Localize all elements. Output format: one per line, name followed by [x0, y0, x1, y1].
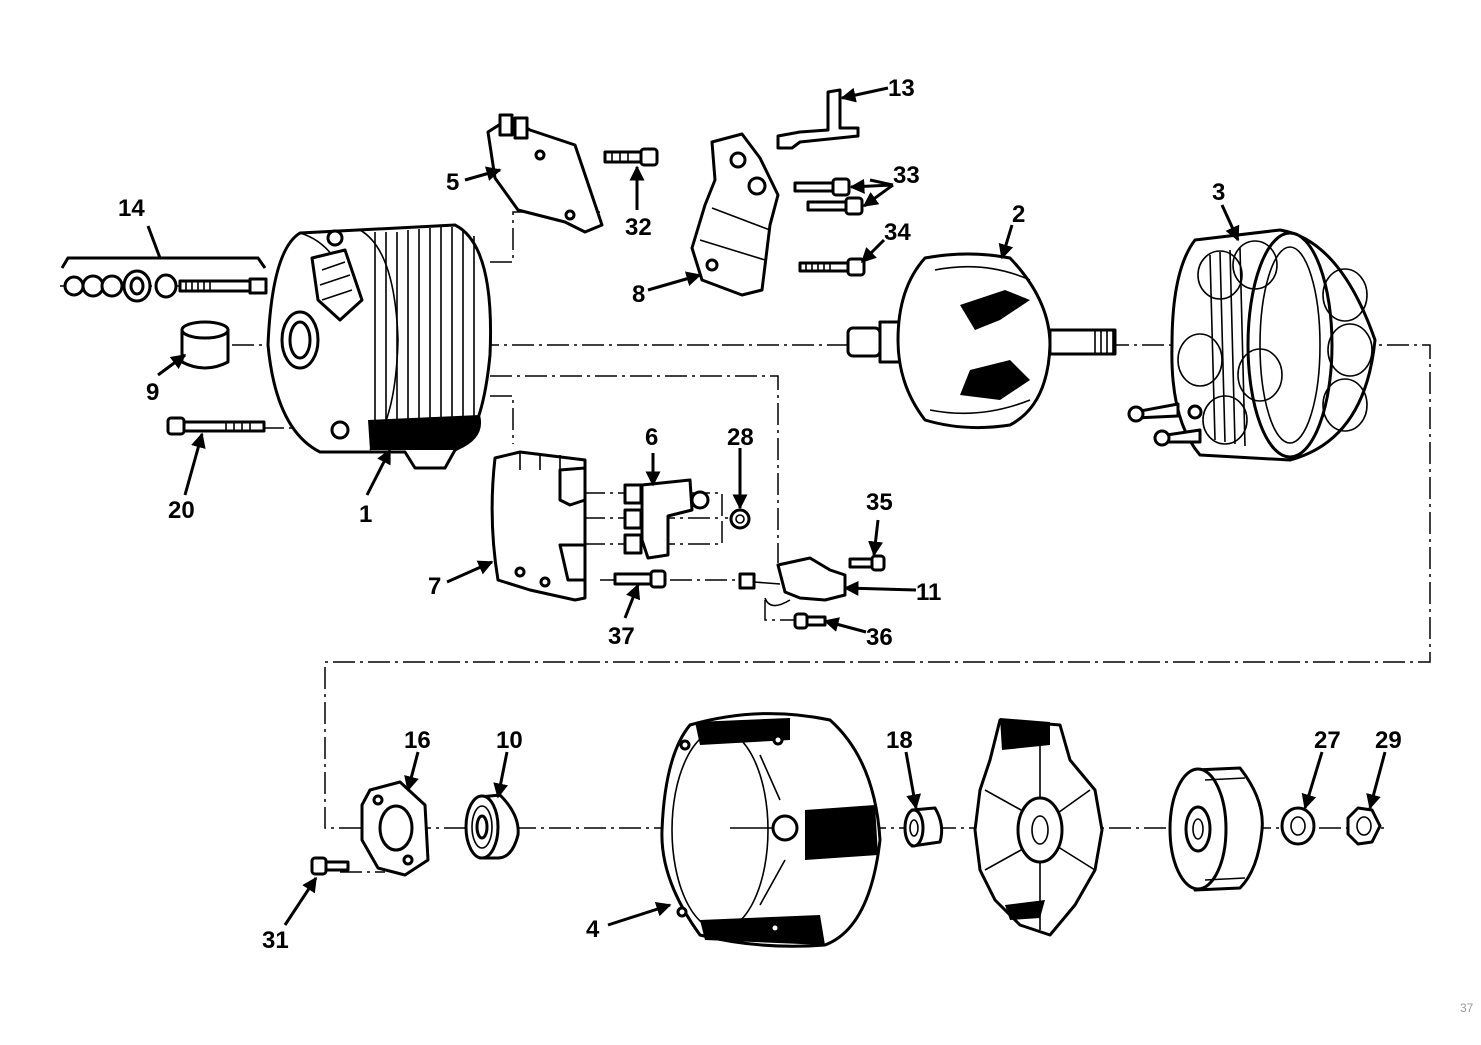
leader-lines — [157, 86, 1387, 927]
drive-pulley — [1168, 766, 1264, 892]
callout-14: 14 — [118, 195, 145, 222]
callout-37: 37 — [608, 623, 635, 650]
callout-3: 3 — [1212, 179, 1225, 206]
part-5-bracket — [486, 113, 604, 234]
part-29-nut — [1346, 806, 1382, 846]
part-8-insulator — [690, 132, 780, 297]
part-34-screw — [798, 257, 866, 277]
callout-4: 4 — [586, 916, 600, 943]
callout-labels: 1 2 3 4 5 6 7 8 9 10 11 13 14 16 18 20 2… — [118, 75, 1474, 1015]
part-20-bolt — [166, 416, 266, 436]
callout-6: 6 — [645, 424, 658, 451]
callout-29: 29 — [1375, 727, 1402, 754]
part-33-screws — [793, 177, 864, 216]
part-28-nut — [729, 508, 751, 530]
part-7-rectifier — [490, 450, 587, 602]
callout-2: 2 — [1012, 201, 1025, 228]
callout-36: 36 — [866, 624, 893, 651]
corner-mark: 37 — [1460, 1001, 1474, 1015]
callout-10: 10 — [496, 727, 523, 754]
cooling-fan — [973, 718, 1104, 937]
stator-windings — [1177, 240, 1373, 445]
callout-9: 9 — [146, 379, 159, 406]
part-3-stator — [1127, 228, 1377, 462]
part-9-bearing-cap — [180, 320, 230, 370]
callout-16: 16 — [404, 727, 431, 754]
part-13-terminal-strap — [776, 88, 860, 150]
part-16-retainer-plate — [360, 780, 430, 877]
callout-1: 1 — [359, 501, 372, 528]
part-2-rotor — [846, 252, 1117, 430]
part-35-screw — [848, 554, 886, 572]
part-10-bearing — [464, 793, 520, 860]
part-36-screw — [793, 612, 827, 630]
part-37-screw — [613, 569, 667, 589]
callout-32: 32 — [625, 214, 652, 241]
part-6-diode-trio — [623, 478, 710, 560]
part-27-washer — [1280, 806, 1316, 846]
part-1-end-frame — [266, 223, 493, 470]
callout-8: 8 — [632, 281, 645, 308]
part-4-drive-end-frame — [660, 712, 882, 948]
callout-18: 18 — [886, 727, 913, 754]
callout-31: 31 — [262, 927, 289, 954]
callout-13: 13 — [888, 75, 915, 102]
part-32-screw — [603, 147, 659, 167]
part-11-brush-holder — [738, 556, 847, 607]
callout-11: 11 — [916, 579, 941, 606]
frame-cooling-fins — [374, 227, 475, 450]
part-31-screw — [310, 856, 350, 876]
part-18-spacer — [903, 806, 944, 848]
callout-35: 35 — [866, 489, 893, 516]
callout-34: 34 — [884, 219, 911, 246]
callout-27: 27 — [1314, 727, 1341, 754]
callout-20: 20 — [168, 497, 195, 524]
callout-5: 5 — [446, 169, 459, 196]
part-14-terminal-stack — [60, 225, 268, 303]
callout-7: 7 — [428, 573, 441, 600]
callout-33: 33 — [893, 162, 920, 189]
callout-28: 28 — [727, 424, 754, 451]
